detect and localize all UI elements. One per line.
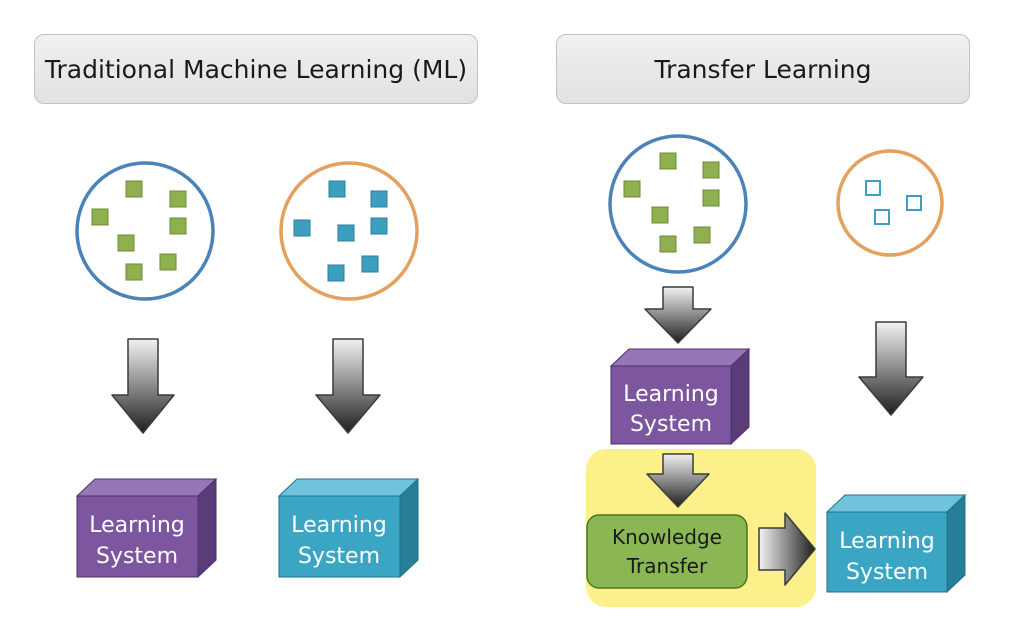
learning-system-label-line1: Learning: [623, 382, 719, 407]
down-arrow-icon: [858, 321, 924, 416]
data-point: [125, 180, 143, 198]
source-data-circle: [75, 161, 215, 301]
knowledge-label-line2: Transfer: [626, 554, 708, 578]
target-data-points: [293, 180, 388, 282]
knowledge-label-line1: Knowledge: [612, 525, 722, 549]
data-point: [370, 190, 388, 208]
data-point: [659, 152, 677, 170]
data-point: [159, 253, 177, 271]
data-point: [702, 161, 720, 179]
data-point: [117, 234, 135, 252]
data-point: [91, 208, 109, 226]
learning-system-label-line2: System: [96, 544, 178, 569]
learning-system-box-target: Learning System: [825, 493, 967, 594]
learning-system-label-line1: Learning: [89, 513, 185, 538]
data-point: [337, 224, 355, 242]
learning-system-box-2: Learning System: [277, 477, 420, 579]
down-arrow-icon: [644, 286, 712, 344]
traditional-ml-header: Traditional Machine Learning (ML): [34, 34, 478, 104]
data-point: [361, 255, 379, 273]
data-point: [702, 189, 720, 207]
data-point: [293, 219, 311, 237]
down-arrow-icon: [315, 338, 381, 434]
data-point: [651, 206, 669, 224]
learning-system-box-source: Learning System: [609, 347, 751, 446]
source-data-points: [91, 180, 187, 281]
knowledge-transfer-box: Knowledge Transfer: [586, 514, 748, 589]
down-arrow-icon: [646, 453, 710, 508]
data-point: [865, 180, 881, 196]
data-point: [125, 263, 143, 281]
learning-system-label-line2: System: [630, 412, 712, 437]
data-point: [328, 180, 346, 198]
transfer-learning-header: Transfer Learning: [556, 34, 970, 104]
data-point: [327, 264, 345, 282]
learning-system-label-line2: System: [846, 560, 928, 585]
transfer-target-data-points: [865, 180, 922, 225]
learning-system-label-line1: Learning: [839, 529, 935, 554]
learning-system-box-1: Learning System: [75, 477, 218, 579]
transfer-learning-title: Transfer Learning: [654, 54, 872, 84]
data-point: [169, 217, 187, 235]
data-point: [693, 226, 711, 244]
data-point: [906, 195, 922, 211]
learning-system-label-line2: System: [298, 544, 380, 569]
data-point: [370, 217, 388, 235]
data-point: [659, 235, 677, 253]
traditional-ml-title: Traditional Machine Learning (ML): [44, 54, 468, 84]
data-point: [169, 190, 187, 208]
learning-system-label-line1: Learning: [291, 513, 387, 538]
data-point: [874, 209, 890, 225]
transfer-target-data-circle: [836, 149, 944, 257]
right-arrow-icon: [758, 512, 816, 586]
data-point: [623, 180, 641, 198]
transfer-source-data-points: [623, 152, 720, 253]
down-arrow-icon: [111, 338, 175, 434]
transfer-source-data-circle: [608, 134, 748, 274]
